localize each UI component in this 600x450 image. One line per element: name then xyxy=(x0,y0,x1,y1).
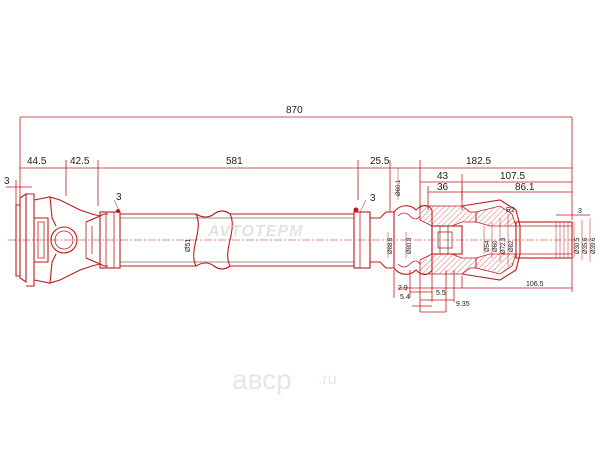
dim-d-30-5: Ø30.5 xyxy=(575,237,581,254)
dim-d-72-3: Ø72.3 xyxy=(501,237,507,254)
dim-flange-offset: 3 xyxy=(4,176,10,187)
dim-tube-dia: Ø51 xyxy=(185,239,192,252)
dim-43: 43 xyxy=(437,171,449,182)
dim-d-35-6: Ø35.6 xyxy=(583,237,589,254)
dim-d-88-6: Ø88.6 xyxy=(388,237,394,254)
dim-86-1: 86.1 xyxy=(515,182,535,193)
dim-d-54: Ø54 xyxy=(485,240,491,252)
site-logo: aвсp .ru xyxy=(232,364,337,395)
dim-yoke-len: 42.5 xyxy=(70,156,90,167)
bottom-dimension-lines xyxy=(393,258,573,313)
diameter-leaders xyxy=(387,168,591,266)
dim-weld-len: 25.5 xyxy=(370,156,390,167)
watermark: AVTOTEPM xyxy=(207,223,303,240)
dim-b-5-4: 5.4 xyxy=(400,294,410,301)
cv-joint xyxy=(370,199,573,281)
dim-d-60: Ø60 xyxy=(493,240,499,252)
dim-right-gap: 3 xyxy=(578,208,582,215)
dim-b-106-5: 106.5 xyxy=(526,281,544,288)
dim-b-9-35: 9.35 xyxy=(456,301,470,308)
dim-36: 36 xyxy=(437,182,449,193)
logo-text: aвсp xyxy=(232,364,292,395)
dim-overall: 870 xyxy=(286,105,303,116)
logo-suffix: .ru xyxy=(318,371,337,388)
dim-weld-left: 3 xyxy=(116,192,122,203)
dim-spline-total: 182.5 xyxy=(466,156,491,167)
dim-d-82: Ø82 xyxy=(509,240,515,252)
dimension-labels: 870 3 44.5 42.5 581 25.5 182.5 43 107.5 … xyxy=(4,105,597,308)
dim-tube-len: 581 xyxy=(226,156,243,167)
dim-b-5-5: 5.5 xyxy=(436,290,446,297)
dim-weld-right: 3 xyxy=(370,193,376,204)
dimension-lines xyxy=(6,116,590,235)
dim-b-2-9: 2.9 xyxy=(398,285,408,292)
dim-d-60-1: Ø60.1 xyxy=(396,179,402,196)
dim-d-80-8: Ø80.8 xyxy=(407,237,413,254)
dim-d-39-6: Ø39.6 xyxy=(591,237,597,254)
dim-107-5: 107.5 xyxy=(500,171,525,182)
dim-r2: R2 xyxy=(506,207,515,214)
shaft-tube xyxy=(99,207,371,270)
dim-flange-len: 44.5 xyxy=(27,156,47,167)
flange-yoke xyxy=(15,192,108,287)
